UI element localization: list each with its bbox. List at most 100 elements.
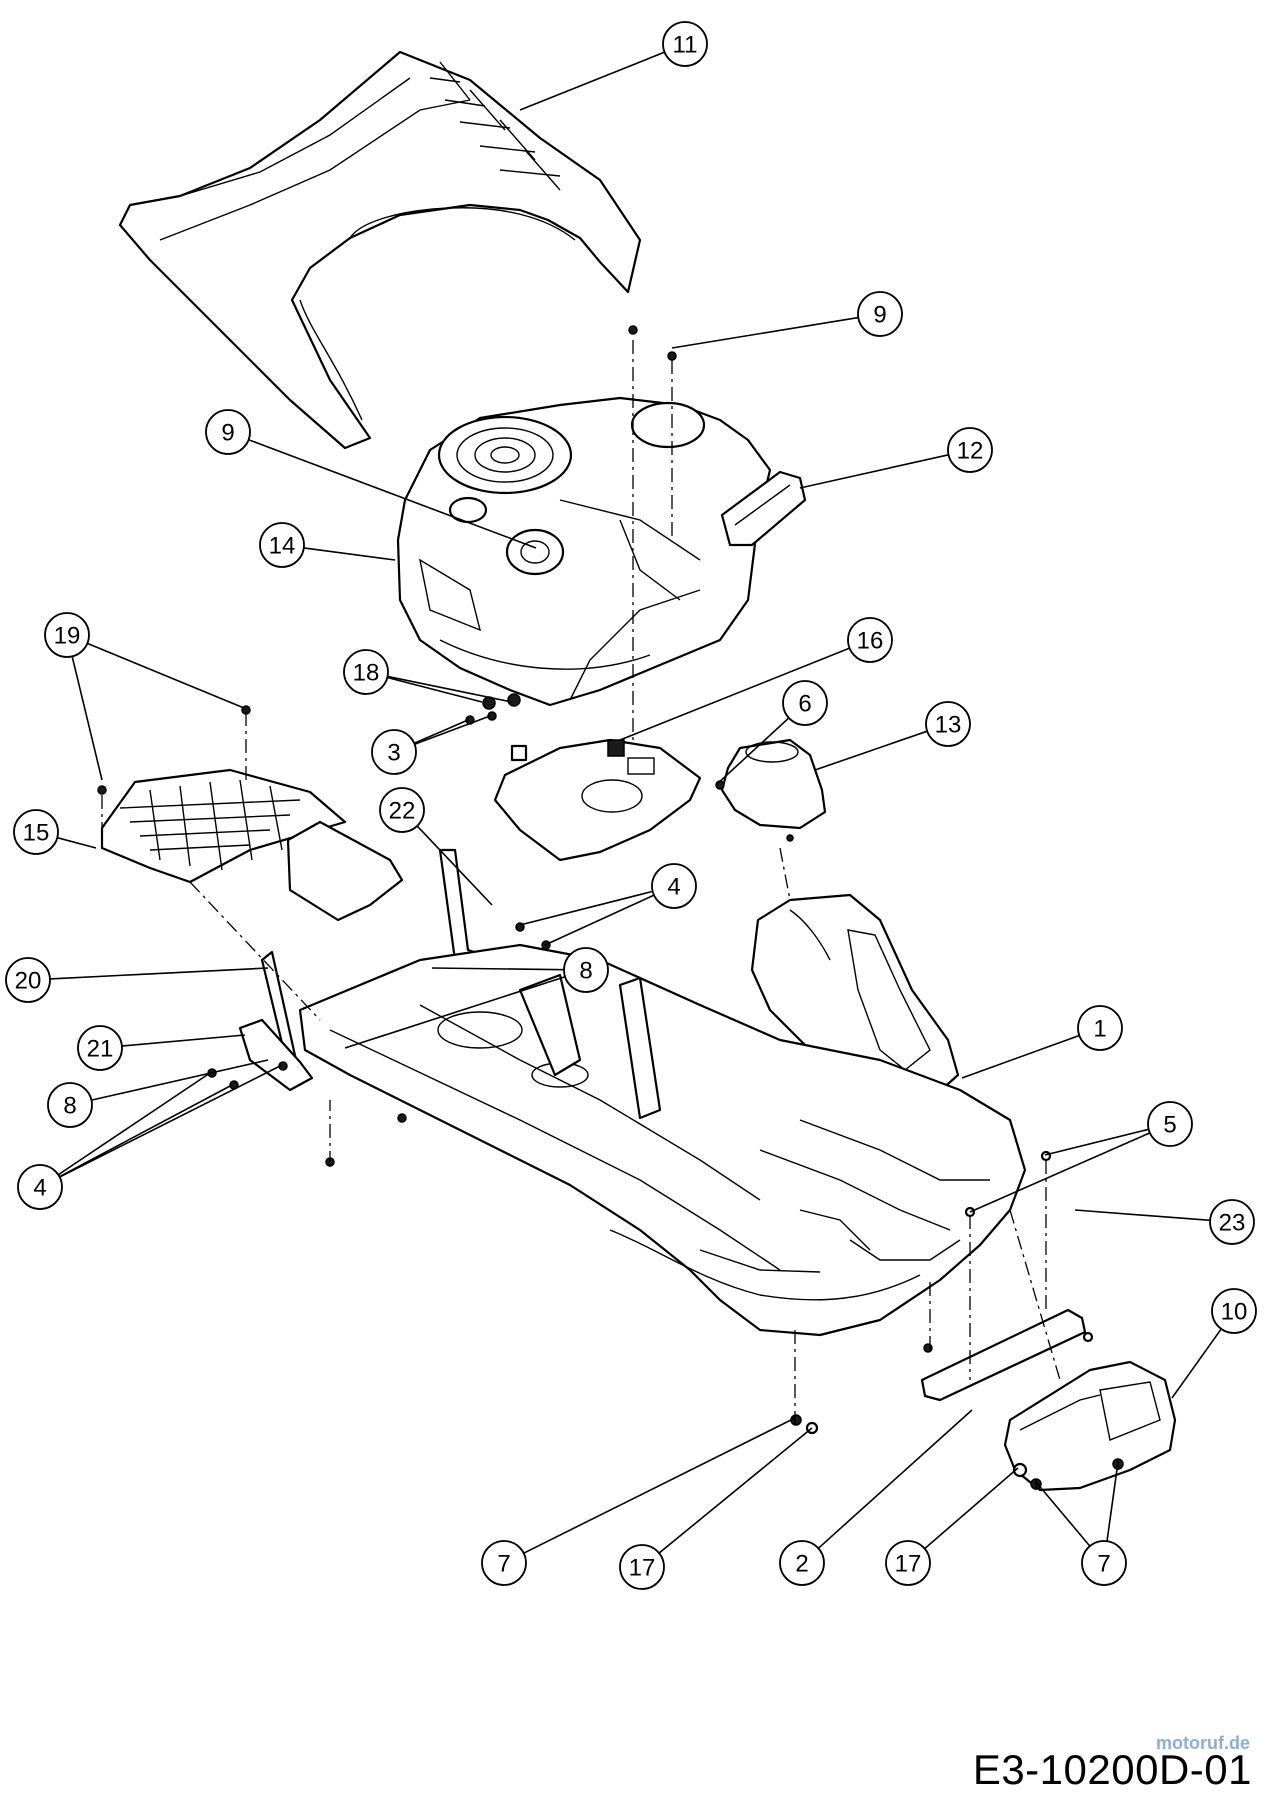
mounting-plate-part bbox=[493, 738, 702, 862]
callout-circle bbox=[17, 1164, 63, 1210]
cover-plate-part bbox=[286, 820, 404, 922]
callout-leader bbox=[431, 967, 565, 971]
callout-leader bbox=[91, 1059, 269, 1101]
callout-leader bbox=[87, 642, 245, 709]
callout-leader bbox=[57, 1072, 211, 1176]
callout-circle bbox=[77, 1025, 123, 1071]
hood-cover-part bbox=[118, 50, 642, 450]
callout-circle bbox=[1081, 1540, 1127, 1586]
callout-circle bbox=[563, 947, 609, 993]
callout-label: 7 bbox=[1097, 1551, 1110, 1578]
callout-label: 8 bbox=[579, 958, 592, 985]
center-lines bbox=[101, 340, 1119, 1490]
callout-label: 5 bbox=[1163, 1112, 1176, 1139]
callout-label: 9 bbox=[873, 302, 886, 329]
callout-label: 22 bbox=[389, 798, 416, 825]
callout-circle bbox=[619, 1544, 665, 1590]
rear-bar-part bbox=[920, 1308, 1087, 1402]
callout-label: 1 bbox=[1093, 1016, 1106, 1043]
callout-leader bbox=[961, 1034, 1080, 1079]
callout-leader bbox=[416, 825, 493, 906]
callout-leader bbox=[414, 715, 491, 746]
control-arm-part bbox=[720, 470, 807, 547]
callout-label: 2 bbox=[795, 1551, 808, 1578]
watermark-logo: motoruf.de bbox=[1156, 1733, 1250, 1753]
callout-leader bbox=[814, 730, 928, 771]
callout-circle bbox=[1147, 1101, 1193, 1147]
callout-label: 21 bbox=[87, 1036, 114, 1063]
callout-leader bbox=[59, 1064, 283, 1178]
callout-leader bbox=[57, 836, 97, 849]
callout-circle bbox=[481, 1540, 527, 1586]
callout-circle bbox=[1211, 1288, 1257, 1334]
callout-label: 4 bbox=[667, 874, 680, 901]
callout-leader bbox=[544, 894, 655, 946]
callout-leader bbox=[59, 1084, 233, 1178]
callout-label: 17 bbox=[629, 1555, 656, 1582]
callout-label: 3 bbox=[387, 740, 400, 767]
steering-housing-part bbox=[720, 738, 827, 830]
callout-circle bbox=[885, 1540, 931, 1586]
callout-circle bbox=[857, 291, 903, 337]
callout-label: 6 bbox=[798, 691, 811, 718]
callout-circle bbox=[13, 809, 59, 855]
callout-leader bbox=[1074, 1209, 1211, 1222]
callout-circle bbox=[379, 787, 425, 833]
callout-leader bbox=[71, 656, 103, 781]
callout-label: 17 bbox=[895, 1551, 922, 1578]
callout-leader bbox=[715, 717, 790, 786]
callout-leader bbox=[671, 316, 859, 349]
callout-circle bbox=[1209, 1199, 1255, 1245]
callout-circle bbox=[5, 957, 51, 1003]
callout-circle bbox=[925, 701, 971, 747]
callout-circle bbox=[1077, 1005, 1123, 1051]
callout-leader bbox=[658, 1427, 813, 1554]
callout-leader bbox=[1035, 1481, 1091, 1547]
callout-leader bbox=[969, 1132, 1151, 1213]
callout-circle bbox=[259, 522, 305, 568]
callout-label: 7 bbox=[497, 1551, 510, 1578]
main-frame-part bbox=[298, 943, 1027, 1337]
callout-leader bbox=[1044, 1128, 1149, 1156]
callout-circle bbox=[205, 409, 251, 455]
callout-label: 14 bbox=[269, 533, 296, 560]
callout-label: 15 bbox=[23, 820, 50, 847]
callout-leader bbox=[1171, 1328, 1222, 1399]
callout-circle bbox=[343, 649, 389, 695]
callout-leader bbox=[799, 454, 949, 489]
callout-leader bbox=[924, 1467, 1019, 1550]
strut-bracket-part bbox=[238, 950, 314, 1092]
callout-circle bbox=[847, 617, 893, 663]
callout-leader bbox=[344, 976, 566, 1049]
callout-leader bbox=[49, 967, 269, 980]
callout-label: 19 bbox=[54, 623, 81, 650]
callout-leader bbox=[413, 719, 469, 745]
callout-leader bbox=[248, 439, 537, 549]
diagram-code: E3-10200D-01 bbox=[972, 1746, 1252, 1793]
callout-leader bbox=[619, 647, 850, 741]
rear-bumper-part bbox=[1003, 1360, 1177, 1492]
callout-label: 13 bbox=[935, 712, 962, 739]
callout-label: 23 bbox=[1219, 1210, 1246, 1237]
callout-circle bbox=[779, 1540, 825, 1586]
callout-label: 10 bbox=[1221, 1299, 1248, 1326]
callout-leader bbox=[303, 547, 396, 561]
callout-label: 16 bbox=[857, 628, 884, 655]
callout-leader bbox=[817, 1409, 973, 1549]
dashboard-console-part bbox=[396, 396, 772, 707]
callout-label: 4 bbox=[33, 1175, 46, 1202]
callout-circle bbox=[782, 680, 828, 726]
callout-leader bbox=[523, 1417, 796, 1554]
callout-label: 12 bbox=[957, 438, 984, 465]
callout-label: 9 bbox=[221, 420, 234, 447]
callout-leader bbox=[519, 890, 653, 926]
callout-circle bbox=[651, 863, 697, 909]
callout-circle bbox=[47, 1082, 93, 1128]
callout-leader bbox=[1106, 1461, 1119, 1542]
callout-circle bbox=[371, 729, 417, 775]
callout-circle bbox=[662, 21, 708, 67]
callout-label: 18 bbox=[353, 660, 380, 687]
callout-label: 20 bbox=[15, 968, 42, 995]
